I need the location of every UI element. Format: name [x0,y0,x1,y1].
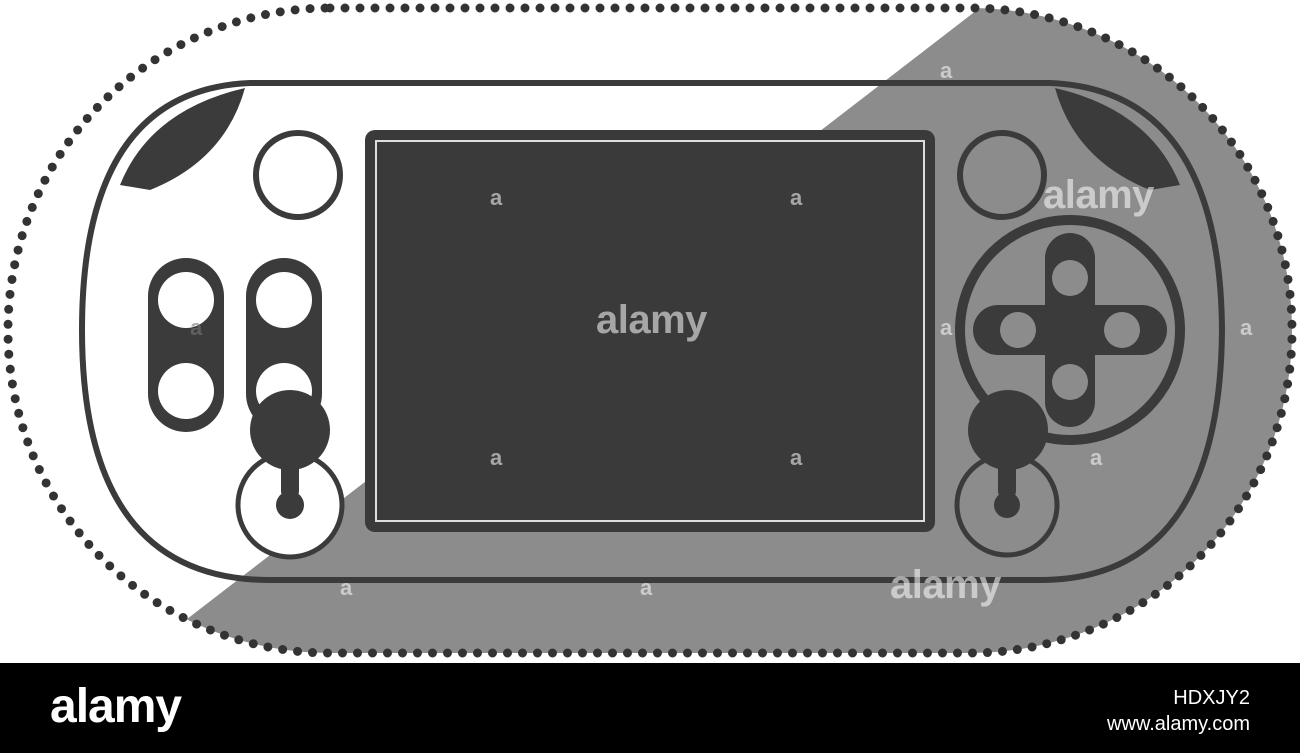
footer-image-id: HDXJY2 [1173,687,1250,709]
console-sticker-illustration [3,3,1297,658]
left-joystick-icon [235,390,345,560]
right-joystick-icon [954,390,1060,558]
dpad-icon [955,215,1185,445]
left-shoulder-grip [120,88,245,190]
console-screen [375,140,925,522]
footer-url: www.alamy.com [1107,713,1250,735]
right-shoulder-grip [1055,88,1180,190]
left-top-button [253,130,343,220]
right-top-button [957,130,1047,220]
console-body [78,80,1226,583]
handheld-game-console-icon [78,80,1226,583]
footer-brand-logo: alamy [50,680,182,733]
footer-bar: alamy HDXJY2 www.alamy.com [0,663,1300,753]
